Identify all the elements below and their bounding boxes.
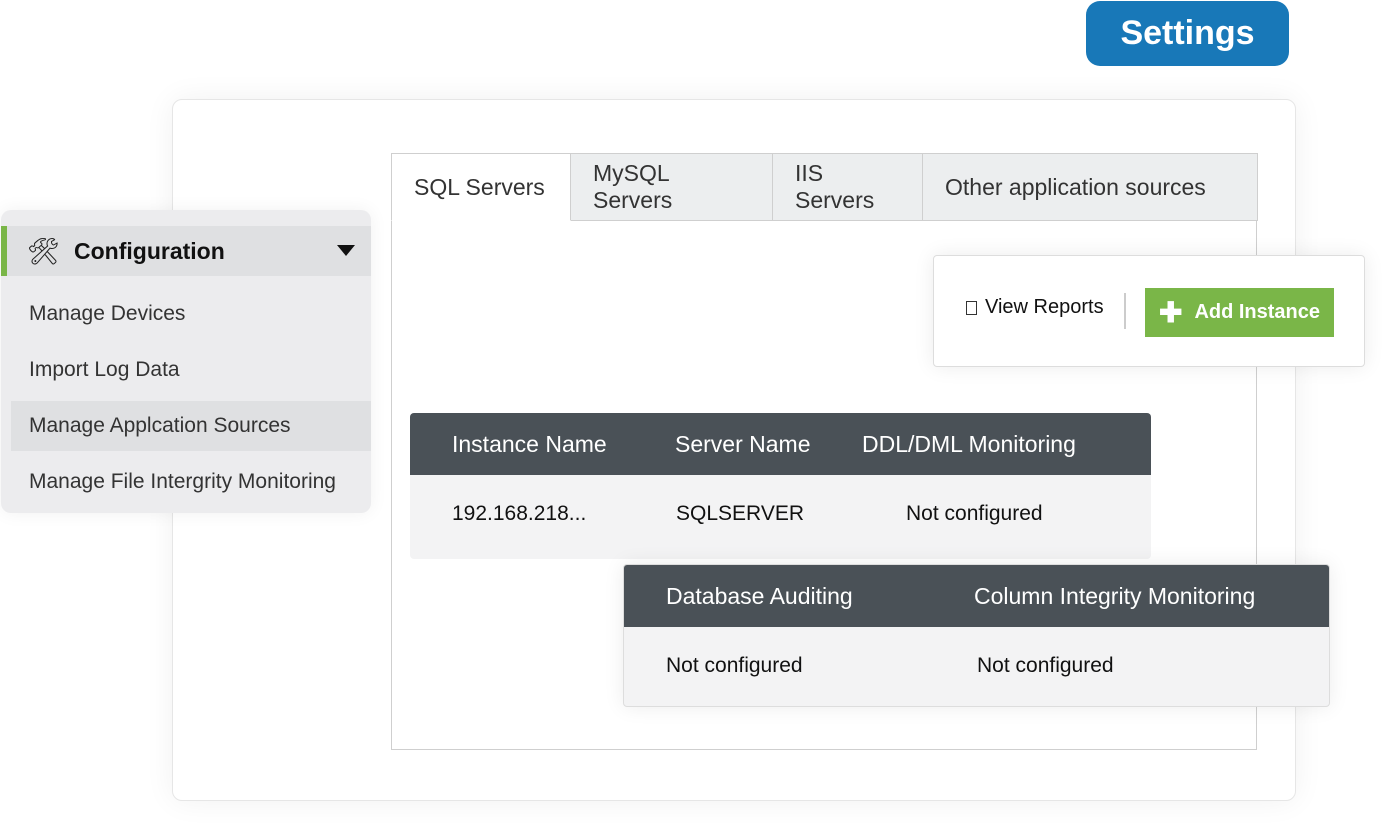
tab-mysql-servers[interactable]: MySQL Servers xyxy=(571,153,773,221)
settings-title-badge: Settings xyxy=(1086,1,1289,66)
column-header-database-auditing[interactable]: Database Auditing xyxy=(666,582,853,609)
cell-ddl-dml-monitoring: Not configured xyxy=(906,502,1043,525)
table-row[interactable]: Not configured Not configured xyxy=(624,627,1329,705)
table-header: Instance Name Server Name DDL/DML Monito… xyxy=(410,413,1151,475)
tab-sql-servers[interactable]: SQL Servers xyxy=(391,153,571,221)
sidebar-item-manage-file-integrity-monitoring[interactable]: Manage File Intergrity Monitoring xyxy=(29,470,336,493)
tab-other-application-sources[interactable]: Other application sources xyxy=(923,153,1258,221)
column-header-server-name[interactable]: Server Name xyxy=(675,430,811,457)
column-header-instance-name[interactable]: Instance Name xyxy=(452,430,607,457)
sidebar-section-configuration[interactable]: 🛠 Configuration xyxy=(1,226,371,276)
caret-down-icon xyxy=(337,245,355,256)
add-instance-button[interactable]: ✚ Add Instance xyxy=(1145,288,1334,337)
instances-table: Instance Name Server Name DDL/DML Monito… xyxy=(410,413,1151,559)
monitoring-table: Database Auditing Column Integrity Monit… xyxy=(623,564,1330,707)
table-row[interactable]: 192.168.218... SQLSERVER Not configured xyxy=(410,475,1151,553)
plus-icon: ✚ xyxy=(1158,296,1183,328)
column-header-column-integrity-monitoring[interactable]: Column Integrity Monitoring xyxy=(974,582,1256,609)
tab-bar: SQL Servers MySQL Servers IIS Servers Ot… xyxy=(391,153,1258,222)
tools-icon: 🛠 xyxy=(27,235,61,266)
add-instance-label: Add Instance xyxy=(1194,301,1321,323)
cell-instance-name: 192.168.218... xyxy=(452,502,587,525)
document-icon xyxy=(966,300,977,315)
sidebar-item-manage-devices[interactable]: Manage Devices xyxy=(29,302,186,325)
sidebar-section-title: Configuration xyxy=(74,237,225,264)
actions-toolbar: View Reports ✚ Add Instance xyxy=(933,255,1365,367)
cell-database-auditing: Not configured xyxy=(666,654,803,677)
divider xyxy=(1124,293,1126,329)
cell-server-name: SQLSERVER xyxy=(676,502,804,525)
sidebar: 🛠 Configuration Manage Devices Import Lo… xyxy=(1,210,371,513)
sidebar-item-manage-application-sources[interactable]: Manage Applcation Sources xyxy=(11,401,371,451)
view-reports-label: View Reports xyxy=(985,296,1104,318)
view-reports-link[interactable]: View Reports xyxy=(966,296,1104,319)
tab-iis-servers[interactable]: IIS Servers xyxy=(773,153,923,221)
cell-column-integrity-monitoring: Not configured xyxy=(977,654,1114,677)
table-header: Database Auditing Column Integrity Monit… xyxy=(624,565,1329,627)
column-header-ddl-dml-monitoring[interactable]: DDL/DML Monitoring xyxy=(862,430,1076,457)
sidebar-item-import-log-data[interactable]: Import Log Data xyxy=(29,358,180,381)
